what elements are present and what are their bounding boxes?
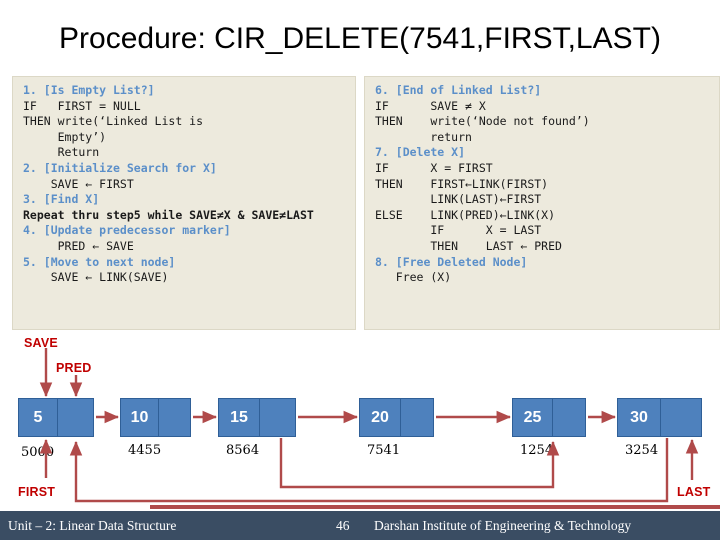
code-line-right-1: 6. [End of Linked List?] [375, 83, 542, 97]
code-line-right-9: ELSE LINK(PRED)←LINK(X) [375, 207, 556, 222]
linked-list-diagram: 5 5000 10 4455 15 8564 20 7541 25 1254 30 3254 [0, 330, 720, 510]
node-4-link-cell [401, 399, 433, 436]
code-line-left-10: 4. [Update predecessor marker] [23, 223, 231, 238]
code-line-left-4: Empty’) [23, 129, 107, 144]
list-node-2: 10 [120, 398, 191, 437]
code-line-right-12: 8. [Free Deleted Node] [375, 254, 528, 269]
node-3-data-cell: 15 [219, 399, 260, 436]
node-4-address: 7541 [367, 443, 401, 458]
node-2-address: 4455 [128, 443, 162, 458]
code-line-right-11: THEN LAST ← PRED [375, 238, 562, 253]
code-line-right-3: THEN write(‘Node not found’) [375, 114, 590, 129]
code-line-right-5: 7. [Delete X] [375, 145, 466, 160]
node-5-address: 1254 [520, 443, 554, 458]
code-line-left-5: Return [23, 145, 100, 160]
list-node-4: 20 [359, 398, 434, 437]
node-2-link-cell [159, 399, 190, 436]
node-3-address: 8564 [226, 443, 260, 458]
node-1-link-cell [58, 399, 93, 436]
list-node-1: 5 [18, 398, 94, 437]
code-line-right-10: IF X = LAST [375, 223, 542, 238]
code-line-left-12: 5. [Move to next node] [23, 254, 176, 269]
node-1-data-cell: 5 [19, 399, 58, 436]
node-5-data-cell: 25 [513, 399, 553, 436]
list-node-5: 25 [512, 398, 586, 437]
code-line-right-6: IF X = FIRST [375, 160, 493, 175]
node-3-link-cell [260, 399, 295, 436]
code-line-left-6: 2. [Initialize Search for X] [23, 160, 217, 175]
code-line-left-1: 1. [Is Empty List?] [23, 83, 155, 97]
code-line-left-3: THEN write(‘Linked List is [23, 114, 204, 129]
list-node-3: 15 [218, 398, 296, 437]
code-line-left-7: SAVE ← FIRST [23, 176, 134, 191]
pointer-label-first: FIRST [18, 485, 56, 499]
node-4-data-cell: 20 [360, 399, 401, 436]
node-1-address: 5000 [21, 445, 55, 460]
list-node-6: 30 [617, 398, 702, 437]
footer-unit-label: Unit – 2: Linear Data Structure [8, 517, 177, 533]
node-5-link-cell [553, 399, 585, 436]
code-line-right-4: return [375, 129, 472, 144]
node-6-address: 3254 [625, 443, 659, 458]
code-line-left-9: Repeat thru step5 while SAVE≠X & SAVE≠LA… [23, 207, 314, 222]
code-line-left-2: IF FIRST = NULL [23, 98, 141, 113]
code-line-right-2: IF SAVE ≠ X [375, 98, 486, 113]
node-6-link-cell [661, 399, 701, 436]
footer-institute-label: Darshan Institute of Engineering & Techn… [374, 517, 632, 533]
footer-accent-rule [150, 505, 720, 509]
code-line-right-13: Free (X) [375, 270, 452, 285]
code-line-left-8: 3. [Find X] [23, 192, 100, 207]
footer-bar: Unit – 2: Linear Data Structure 46 Darsh… [0, 511, 720, 540]
code-line-right-7: THEN FIRST←LINK(FIRST) [375, 176, 549, 191]
code-line-left-11: PRED ← SAVE [23, 238, 134, 253]
code-line-left-13: SAVE ← LINK(SAVE) [23, 270, 169, 285]
pointer-label-pred: PRED [56, 361, 92, 375]
pointer-label-save: SAVE [24, 336, 58, 350]
node-2-data-cell: 10 [121, 399, 159, 436]
page-title: Procedure: CIR_DELETE(7541,FIRST,LAST) [59, 22, 661, 55]
code-line-right-8: LINK(LAST)←FIRST [375, 192, 542, 207]
node-6-data-cell: 30 [618, 399, 661, 436]
footer-page-number: 46 [336, 517, 350, 533]
pointer-label-last: LAST [677, 485, 711, 499]
